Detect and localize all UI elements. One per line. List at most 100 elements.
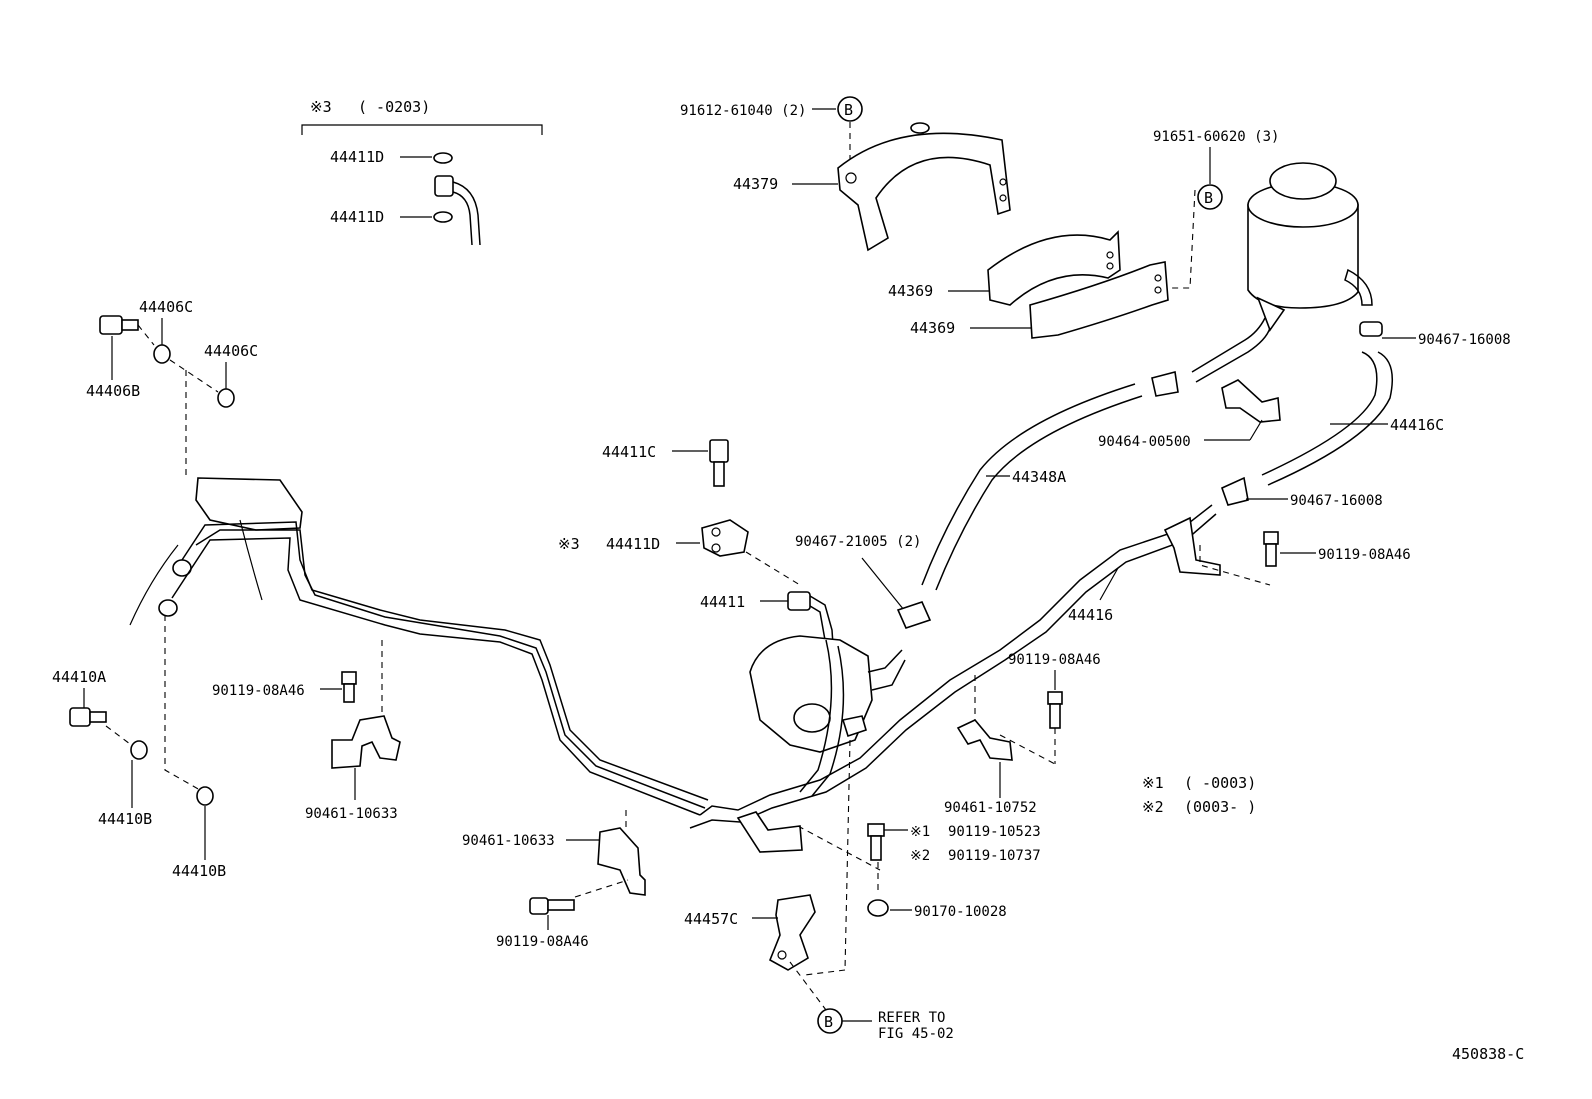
label-44348a[interactable]: 44348A [1012, 468, 1066, 486]
pressure-tube [181, 521, 709, 801]
label-44411[interactable]: 44411 [700, 593, 745, 611]
label-90170[interactable]: 90170-10028 [914, 904, 1007, 920]
label-91651[interactable]: 91651-60620 (3) [1153, 129, 1279, 145]
hose-clamp-icon [841, 715, 867, 738]
label-44410b-1[interactable]: 44410B [98, 810, 152, 828]
nut-icon [910, 122, 930, 134]
bolt-head-icon [341, 671, 357, 685]
pressure-hose-icon [799, 639, 845, 797]
label-90461-c[interactable]: 90461-10752 [944, 800, 1037, 816]
label-44369-a[interactable]: 44369 [888, 282, 933, 300]
pressure-tube [195, 529, 706, 809]
inset-group: ※3 ( -0203) 44411D 44411D [301, 98, 543, 246]
note-marker-2: ※2 [1142, 798, 1164, 816]
tube-clamp-icon [1163, 516, 1221, 576]
bracket-icon [736, 811, 803, 853]
left-fittings-group: 44406C 44406C 44406B 44410A 44410B 44410… [52, 298, 303, 880]
bolt-hole [999, 194, 1007, 202]
note-range-1: ( -0003) [1184, 774, 1256, 792]
inset-marker: ※3 [310, 98, 332, 116]
label-44457c[interactable]: 44457C [684, 910, 738, 928]
washer-icon [433, 152, 453, 164]
dashed-leader [1199, 545, 1271, 586]
label-90119-b[interactable]: 90119-08A46 [1008, 652, 1101, 668]
gasket-icon [196, 786, 214, 806]
pressure-tube [171, 537, 701, 816]
gasket-icon [153, 344, 171, 364]
label-44411d[interactable]: 44411D [606, 535, 660, 553]
clamp-44369-lower-icon [1029, 261, 1169, 339]
bolt-shank-icon [547, 899, 575, 911]
hose-clamp-icon [896, 601, 932, 629]
ref-callout-text-1: REFER TO [878, 1010, 945, 1026]
label-44411c[interactable]: 44411C [602, 443, 656, 461]
bolt-hole [777, 950, 787, 960]
dashed-leader [164, 615, 201, 791]
label-90467-c[interactable]: 90467-21005 (2) [795, 534, 921, 550]
label-44406b[interactable]: 44406B [86, 382, 140, 400]
label-44410b-2[interactable]: 44410B [172, 862, 226, 880]
inset-part-label-2[interactable]: 44411D [330, 208, 384, 226]
label-90119-e-marker: ※1 [910, 824, 930, 840]
dashed-leader [745, 551, 801, 586]
bolt-head-icon [529, 897, 549, 915]
ref-b-letter: B [1204, 189, 1213, 207]
dashed-leader [137, 324, 155, 346]
leader-line [1099, 567, 1119, 601]
dashed-leader [804, 969, 846, 976]
leader-line [861, 557, 905, 611]
label-44406c-1[interactable]: 44406C [139, 298, 193, 316]
dashed-leader [574, 879, 629, 898]
label-91612[interactable]: 91612-61040 (2) [680, 103, 806, 119]
label-44410a[interactable]: 44410A [52, 668, 106, 686]
label-90119-c[interactable]: 90119-08A46 [212, 683, 305, 699]
label-90119-d[interactable]: 90119-08A46 [496, 934, 589, 950]
dashed-leader [105, 725, 131, 745]
inset-part-label-1[interactable]: 44411D [330, 148, 384, 166]
union-bolt-icon [99, 315, 123, 335]
ref-callout-symbol: B [824, 1013, 833, 1031]
label-90461-a[interactable]: 90461-10633 [305, 806, 398, 822]
pump-inlet-nipple [867, 649, 906, 691]
label-44416c[interactable]: 44416C [1390, 416, 1444, 434]
ref-callout-text-2[interactable]: FIG 45-02 [878, 1026, 954, 1042]
reservoir-nipple [1344, 268, 1373, 306]
union-bolt-icon [69, 707, 91, 727]
center-right-clamps: 90119-08A46 90461-10752 ※1 90119-10523 ※… [684, 652, 1101, 1011]
tube-clamp-90461-icon [956, 719, 1013, 761]
inset-bracket [301, 124, 543, 135]
nut-icon [867, 899, 889, 917]
bolt-shank-icon [870, 835, 882, 861]
label-90467-b[interactable]: 90467-16008 [1290, 493, 1383, 509]
pipe-end-icon [452, 181, 481, 246]
reservoir-tank-icon [1247, 204, 1359, 309]
label-90464[interactable]: 90464-00500 [1098, 434, 1191, 450]
label-90119-a[interactable]: 90119-08A46 [1318, 547, 1411, 563]
gasket-icon [130, 740, 148, 760]
dashed-leader [1172, 189, 1196, 289]
return-tube-44416 [699, 504, 1213, 816]
dashed-leader [789, 961, 827, 1011]
label-44379[interactable]: 44379 [733, 175, 778, 193]
fitting-icon [158, 599, 178, 617]
hose-clamp-icon [1151, 371, 1179, 397]
leader-line [1249, 419, 1263, 441]
label-90119-f[interactable]: 90119-10737 [948, 848, 1041, 864]
label-44369-b[interactable]: 44369 [910, 319, 955, 337]
inset-range: ( -0203) [358, 98, 430, 116]
bracket-group: 91612-61040 (2) B 44379 44369 44369 9165… [680, 96, 1279, 339]
dashed-leader [844, 739, 851, 971]
bolt-hole [1106, 262, 1114, 270]
union-bolt-icon [434, 175, 454, 197]
bolt-shank-icon [343, 683, 355, 703]
label-90467-a[interactable]: 90467-16008 [1418, 332, 1511, 348]
union-fitting-icon [709, 439, 729, 463]
label-90119-e[interactable]: 90119-10523 [948, 824, 1041, 840]
label-44411d-marker: ※3 [558, 535, 580, 553]
bracket-44457c-icon [768, 894, 816, 971]
label-90461-b[interactable]: 90461-10633 [462, 833, 555, 849]
label-44416[interactable]: 44416 [1068, 606, 1113, 624]
pump-group: 44411C ※3 44411D 44411 [558, 439, 906, 976]
label-44406c-2[interactable]: 44406C [204, 342, 258, 360]
